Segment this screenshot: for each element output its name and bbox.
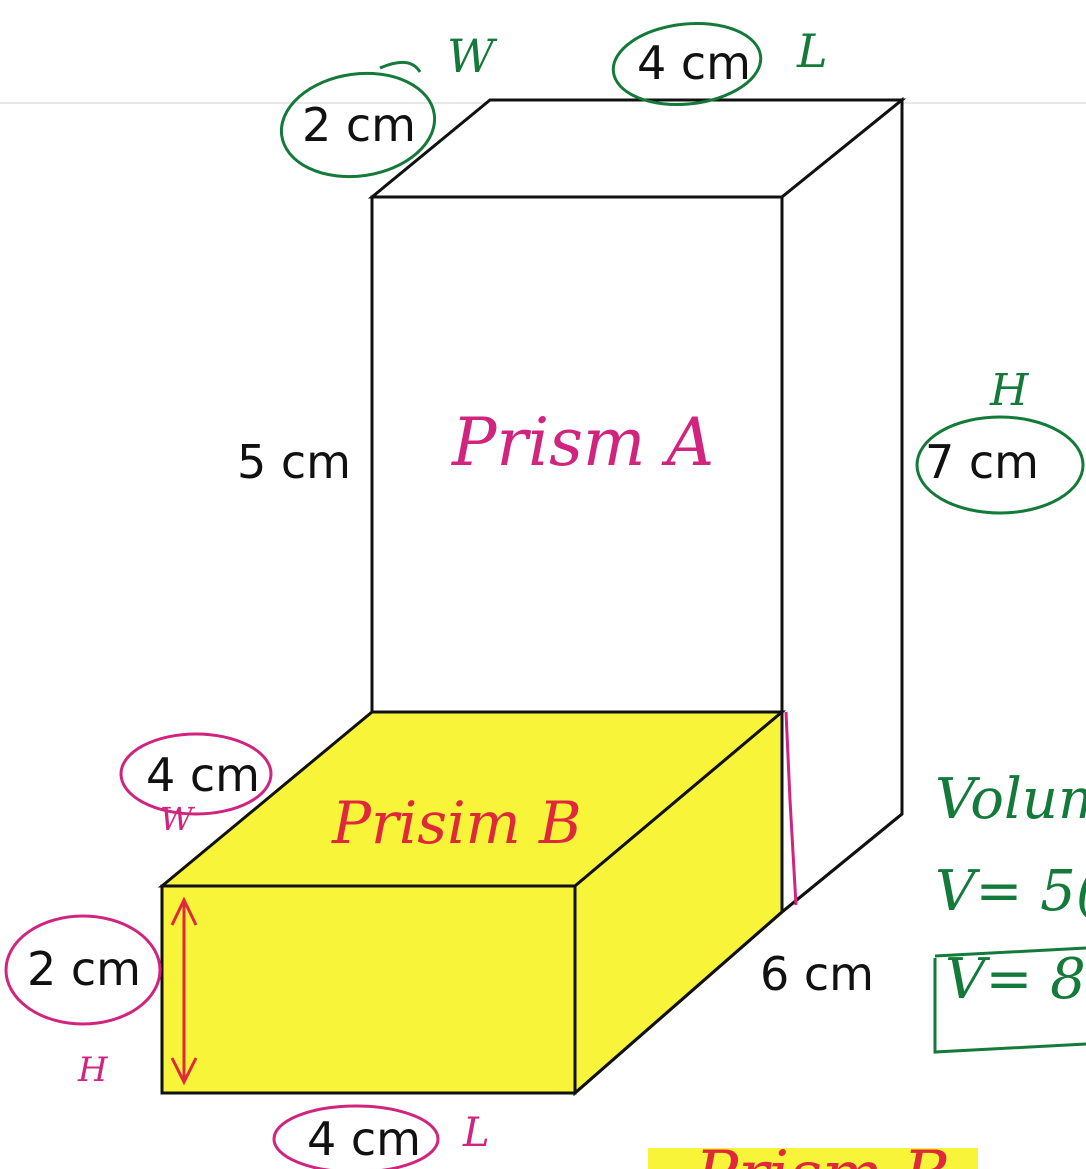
circle-4cm-width (119, 732, 273, 816)
prism-b (157, 708, 903, 1097)
prism-a-length-letter: L (796, 24, 828, 78)
prism-a-bottom-edge (781, 812, 903, 914)
circle-7cm-height (915, 415, 1085, 515)
prism-a-name: Prism A (451, 404, 714, 481)
prism-b-height-letter: H (77, 1050, 109, 1090)
circle-2cm-height (4, 914, 162, 1026)
prism-b-front-face (160, 884, 577, 1095)
pink-edge-mark (784, 711, 798, 906)
prism-a-height-label: 7 cm (925, 435, 1039, 489)
green-hook-mark (379, 60, 422, 73)
prism-b-name: Prisim B (331, 789, 582, 857)
volume-title: Volum (935, 767, 1086, 832)
prism-b-depth-label: 6 cm (760, 947, 874, 1001)
prism-a-front-face (370, 195, 784, 714)
bottom-note: Prism B (694, 1138, 950, 1169)
prism-a-side-face (780, 96, 904, 916)
prism-b-width-label: 4 cm (146, 748, 260, 802)
prism-a-front-height-label: 5 cm (237, 435, 351, 489)
circle-4cm-length (611, 21, 763, 107)
circle-4cm-length (272, 1104, 440, 1169)
circle-2cm-width (279, 71, 437, 179)
bottom-note-highlight (648, 1148, 978, 1169)
prism-b-width-letter: W (160, 800, 196, 838)
height-arrow (170, 896, 198, 1086)
volume-answer-box (933, 946, 1086, 1054)
prism-b-height-label: 2 cm (27, 942, 141, 996)
prism-a (367, 96, 907, 916)
prism-b-bottom-edge (574, 910, 783, 1095)
prism-b-length-letter: L (462, 1110, 490, 1156)
volume-equation-2: V= 8 (945, 947, 1086, 1012)
prism-a-width-letter: W (447, 29, 498, 83)
volume-equation-1: V= 5( (935, 859, 1086, 924)
prism-a-width-label: 2 cm (302, 98, 416, 152)
prism-a-height-letter: H (989, 365, 1030, 416)
prism-a-length-label: 4 cm (637, 36, 751, 90)
prism-b-length-label: 4 cm (307, 1112, 421, 1166)
